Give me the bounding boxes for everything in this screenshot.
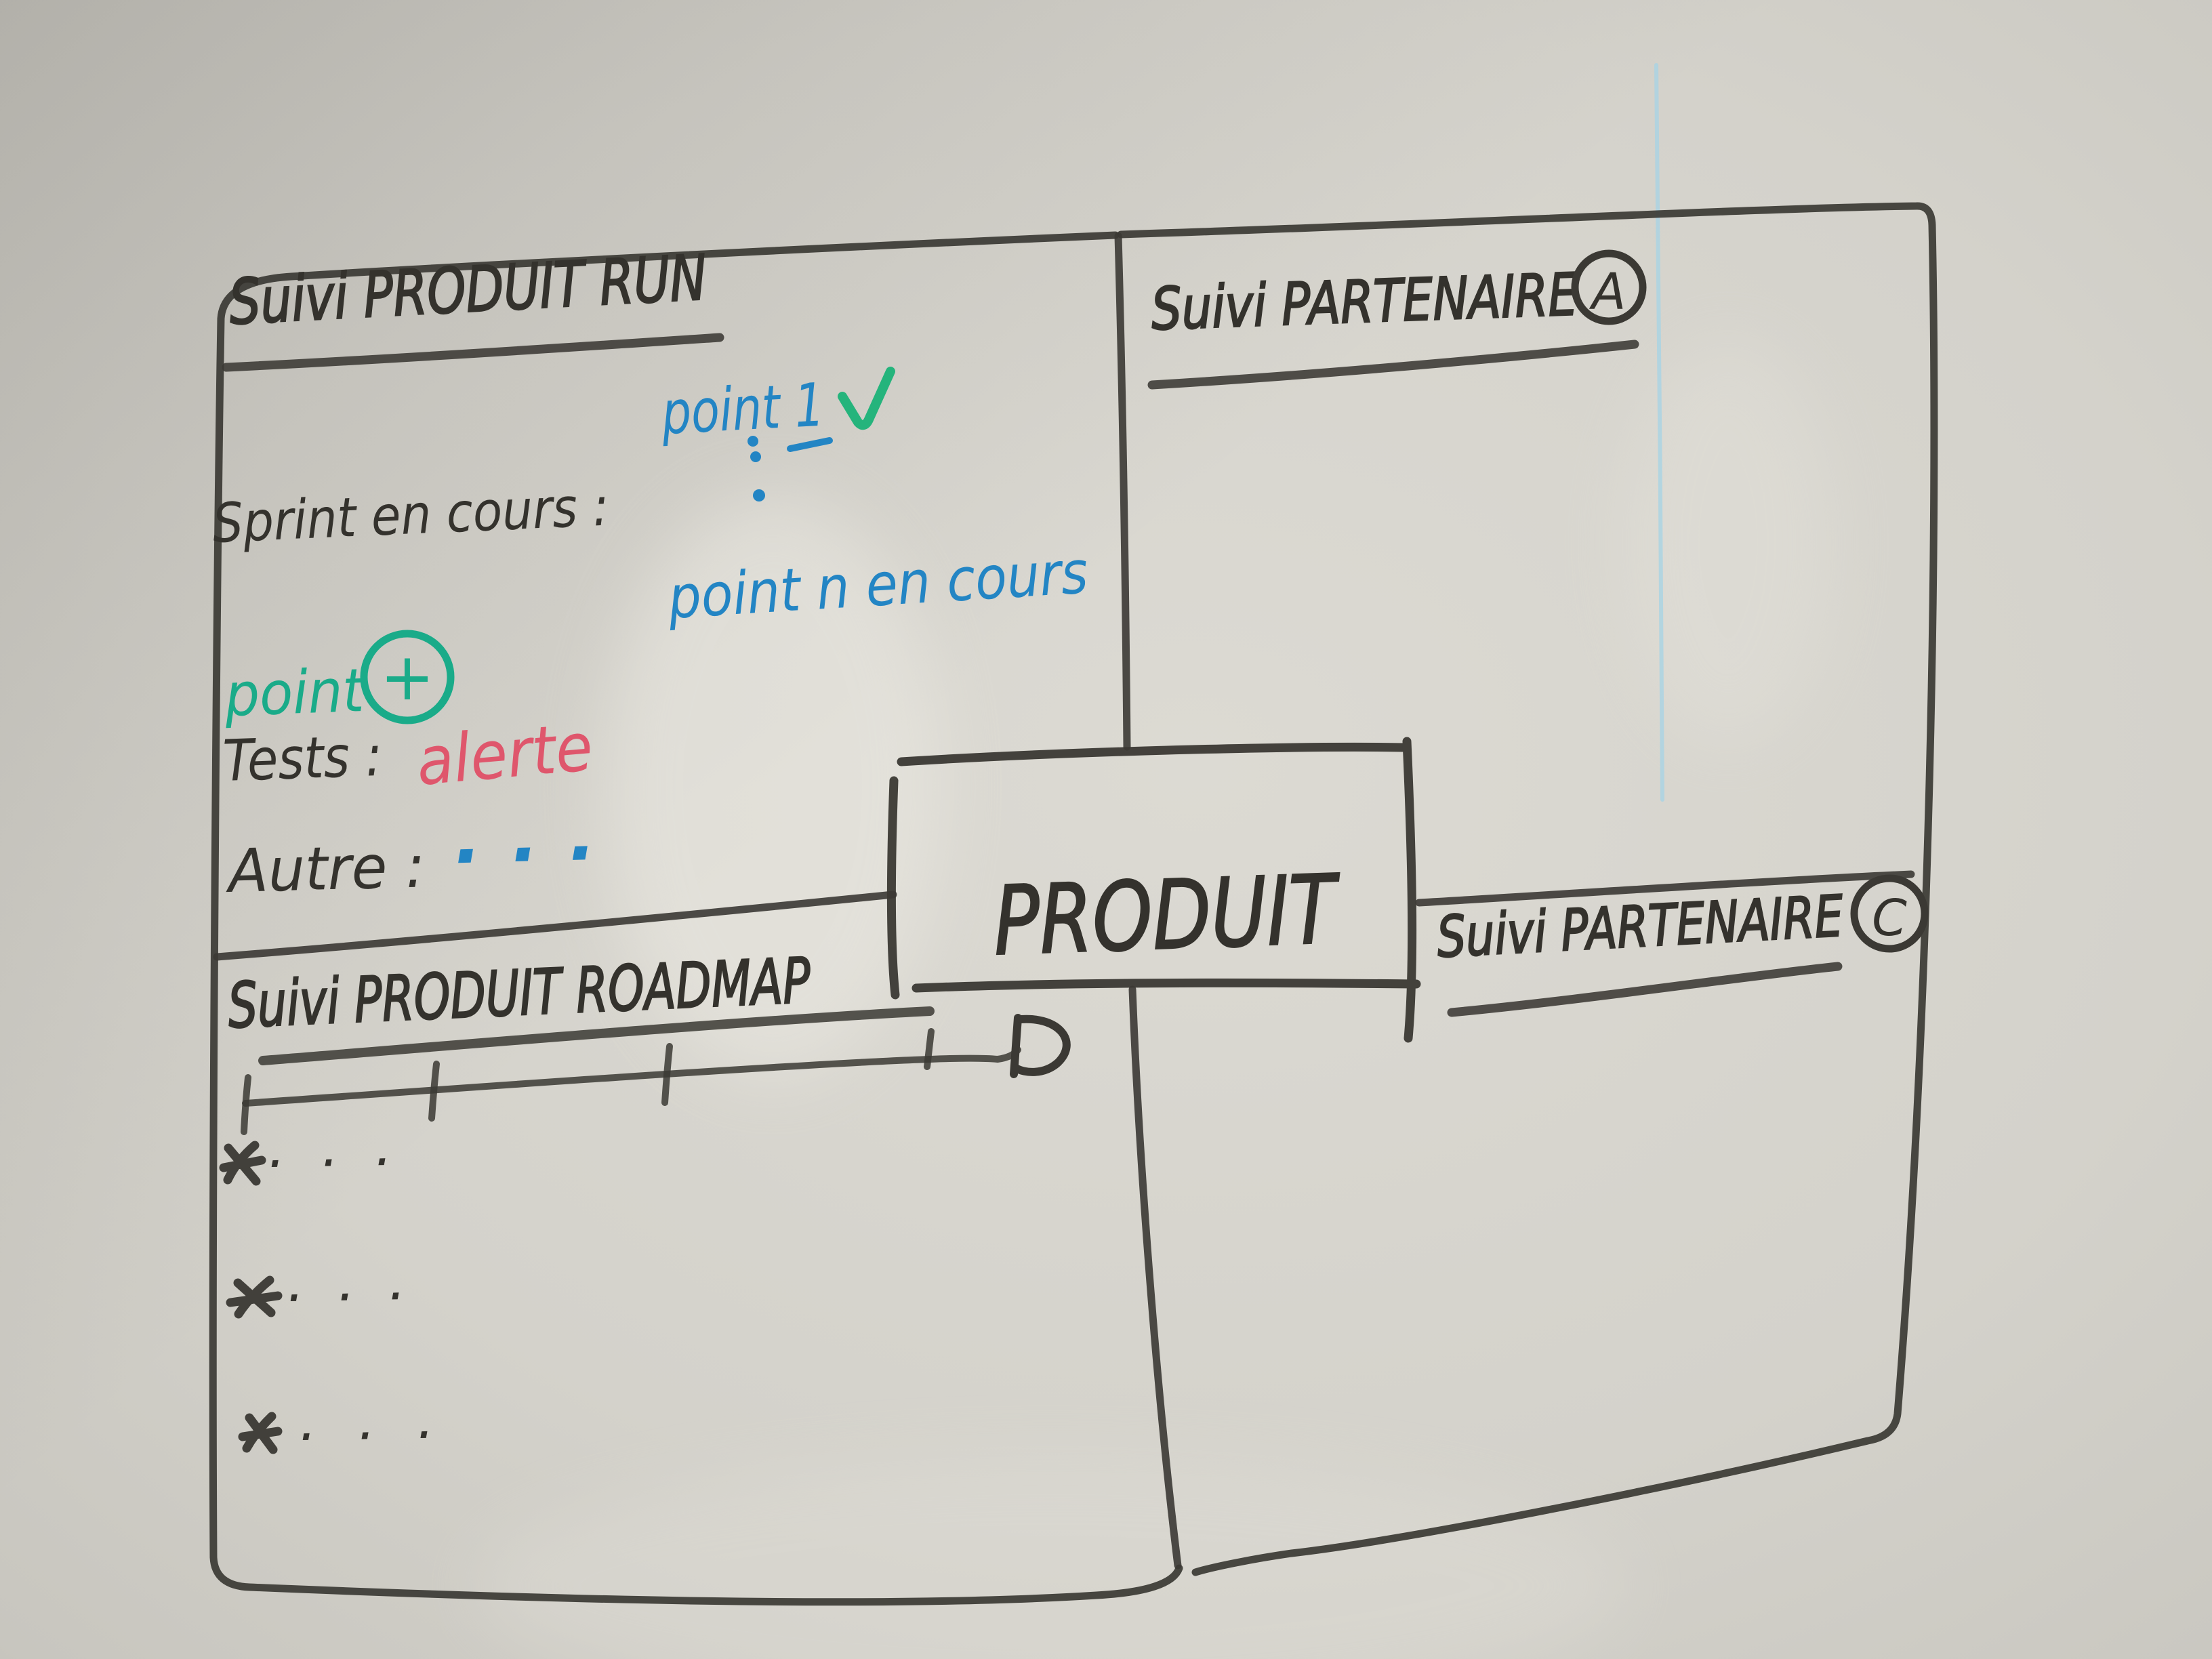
timeline-arrowhead-icon — [1010, 1014, 1071, 1078]
roadmap-timeline — [241, 1014, 1071, 1135]
bullet-scribble-icon — [238, 1412, 283, 1454]
timeline-tick — [661, 1043, 673, 1106]
plus-icon: + — [380, 639, 434, 715]
autre-ellipsis: · · · — [451, 811, 597, 898]
vertical-ellipsis — [747, 436, 765, 501]
tests-label: Tests : — [222, 722, 383, 794]
timeline-tick — [428, 1061, 440, 1122]
partenaire-divider — [1415, 870, 1915, 907]
tests-alert-value: alerte — [413, 709, 596, 801]
badge-c-letter: C — [1872, 889, 1907, 947]
produit-title: PRODUIT — [991, 855, 1343, 977]
glare-reflection — [474, 1457, 1626, 1659]
run-roadmap-divider — [213, 890, 897, 961]
faint-blue-guide-line — [1654, 63, 1664, 802]
glare-reflection — [1620, 339, 1837, 745]
item-dots: · · · — [296, 1403, 445, 1469]
roadmap-title-underline — [258, 1006, 935, 1065]
badge-a-letter: A — [1589, 263, 1626, 321]
item-dots: · · · — [284, 1265, 412, 1330]
center-produit-box: PRODUIT — [887, 737, 1421, 1043]
point-plus-label: point — [223, 655, 367, 730]
timeline-tick — [924, 1028, 935, 1070]
produit-box-border — [887, 737, 1421, 1043]
center-divider-bottom — [1128, 985, 1182, 1570]
glare-reflection — [603, 495, 942, 1078]
badge-c-circle — [1850, 874, 1929, 953]
list-item: · · · — [226, 1265, 412, 1330]
item-dots: · · · — [265, 1130, 400, 1195]
point-1-underline — [787, 437, 833, 452]
autre-label: Autre : — [224, 831, 426, 906]
list-item: · · · — [219, 1130, 400, 1195]
partenaire-a-title: Suivi PARTENAIRE — [1150, 261, 1580, 344]
quadrant-partenaire-a: Suivi PARTENAIRE A — [1147, 249, 1647, 390]
sprint-point-1: point 1 — [659, 370, 826, 448]
product-run-title-underline — [222, 333, 724, 372]
timeline-axis — [242, 1046, 1021, 1107]
bullet-scribble-icon — [219, 1141, 266, 1186]
right-panel-border — [1117, 202, 1938, 1576]
check-icon — [838, 367, 895, 430]
roadmap-item-list: · · · · · · · · · — [219, 1130, 445, 1469]
plus-badge-circle — [360, 630, 455, 724]
center-divider-top — [1114, 232, 1131, 751]
left-panel-border — [209, 231, 1183, 1606]
bullet-scribble-icon — [226, 1275, 283, 1319]
quadrant-frames — [209, 202, 1938, 1606]
list-item: · · · — [238, 1403, 445, 1469]
partenaire-a-underline — [1147, 340, 1639, 390]
quadrant-product-roadmap: Suivi PRODUIT ROADMAP · · · — [219, 943, 1071, 1469]
timeline-tick — [241, 1074, 251, 1135]
partenaire-c-underline — [1447, 962, 1843, 1017]
badge-a-circle — [1571, 249, 1647, 325]
